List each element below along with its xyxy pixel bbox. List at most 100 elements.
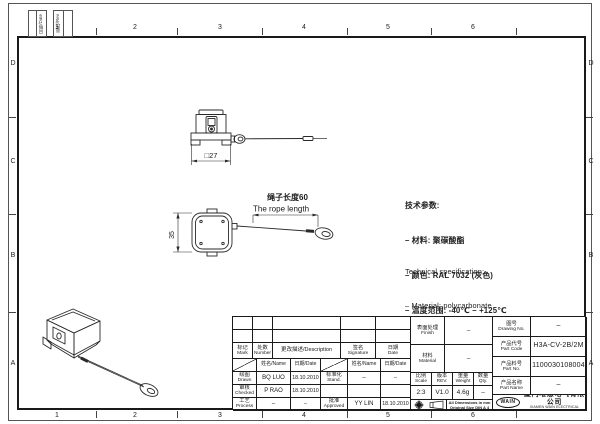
empty-cell — [348, 385, 381, 398]
grid-ref-right-a: A — [588, 360, 594, 367]
company-names: 厦门唯恩电气有限公司 XIAMEN WAIN ELECTRICAL CO.,LT… — [523, 395, 586, 411]
grid-tick — [586, 117, 593, 118]
weight-value: 4.6g — [453, 386, 474, 400]
grid-ref-bottom-5: 5 — [386, 412, 390, 419]
grid-ref-top-4: 4 — [302, 24, 306, 31]
part-no-value: 1100030108004 — [531, 357, 587, 377]
spec-cn-colour: – 颜色: RAL 7032 (灰色) — [405, 270, 494, 280]
part-code-value: H3A-CV-2B/2M — [531, 337, 587, 357]
front-view-drawing: □27 — [190, 109, 327, 165]
spec-en-material: – Material: polycarbonate — [405, 301, 492, 311]
grid-tick — [9, 312, 16, 313]
grid-tick — [586, 214, 593, 215]
grid-tick — [516, 411, 517, 418]
grid-ref-right-d: D — [588, 60, 594, 67]
material-value: – — [445, 345, 493, 373]
grid-ref-top-2: 2 — [133, 24, 137, 31]
drawing-no-value: – — [531, 317, 587, 337]
top-view-dim-label: 35 — [169, 231, 176, 239]
rope-length-label-en: The rope length — [253, 205, 309, 214]
grid-ref-bottom-2: 2 — [133, 412, 137, 419]
rev-cell — [376, 330, 411, 343]
grid-ref-top-1: 1 — [55, 24, 59, 31]
grid-tick — [9, 117, 16, 118]
grid-tick — [262, 411, 263, 418]
grid-ref-bottom-4: 4 — [302, 412, 306, 419]
spec-cn-title: 技术参数: — [405, 201, 440, 211]
top-view-drawing: 35 绳子长度60 The rope length — [169, 192, 334, 257]
checked-name: P RAO — [257, 385, 291, 398]
grid-tick — [431, 28, 432, 35]
outer-border — [8, 3, 592, 421]
dimension-note: All Dimensions in mm Original Size DIN A… — [447, 400, 493, 411]
grid-tick — [431, 411, 432, 418]
rev-cell — [253, 317, 273, 330]
grid-tick — [177, 411, 178, 418]
stand-date: – — [381, 372, 411, 385]
front-view-dim-label: □27 — [205, 151, 218, 160]
empty-cell — [321, 385, 348, 398]
corner-rev-box-empty2 — [63, 10, 73, 37]
drawn-date: 18.10.2010 — [291, 372, 321, 385]
rev-cell — [233, 317, 253, 330]
grid-ref-bottom-6: 6 — [471, 412, 475, 419]
grid-ref-right-c: C — [588, 158, 594, 165]
rev-cell — [376, 317, 411, 330]
grid-tick — [9, 214, 16, 215]
process-date: – — [291, 398, 321, 411]
grid-tick — [96, 28, 97, 35]
sub-header-date2: 日期/Date — [381, 359, 411, 372]
grid-tick — [262, 28, 263, 35]
first-angle-projection-icon — [413, 400, 443, 410]
company-name-cn: 厦门唯恩电气有限公司 — [524, 395, 584, 406]
grid-tick — [347, 411, 348, 418]
sub-header-date: 日期/Date — [291, 359, 321, 372]
rev-cell — [341, 330, 376, 343]
rev-cell — [273, 317, 341, 330]
approved-name: YY LIN — [348, 398, 381, 411]
qty-value: – — [474, 386, 493, 400]
rope-length-label-cn: 绳子长度60 — [267, 192, 308, 202]
grid-ref-bottom-1: 1 — [55, 412, 59, 419]
sub-header-name2: 姓名/Name — [348, 359, 381, 372]
grid-ref-left-b: B — [10, 252, 16, 259]
grid-ref-top-5: 5 — [386, 24, 390, 31]
grid-ref-top-3: 3 — [218, 24, 222, 31]
empty-cell — [381, 385, 411, 398]
grid-tick — [347, 28, 348, 35]
grid-tick — [177, 28, 178, 35]
approved-date: 18.10.2010 — [381, 398, 411, 411]
part-name-value: – — [531, 377, 587, 395]
diagonal-cell — [321, 359, 348, 372]
corner-rev-box-date: 日期/Date — [36, 10, 47, 37]
corner-rev-label: 更改/Rev — [55, 14, 61, 33]
company-name-en: XIAMEN WAIN ELECTRICAL CO.,LTD — [529, 405, 580, 411]
isometric-view-drawing — [42, 308, 159, 397]
rev-value: V1.0 — [432, 386, 453, 400]
rev-cell — [233, 330, 253, 343]
checked-date: 18.10.2010 — [291, 385, 321, 398]
grid-ref-top-6: 6 — [471, 24, 475, 31]
spec-en-title: Technical specification: — [405, 267, 485, 277]
drawn-name: BQ LUO — [257, 372, 291, 385]
grid-ref-bottom-3: 3 — [218, 412, 222, 419]
rev-header-description: 更改描述/Description — [273, 343, 341, 359]
corner-date-label: 日期/Date — [38, 13, 44, 34]
